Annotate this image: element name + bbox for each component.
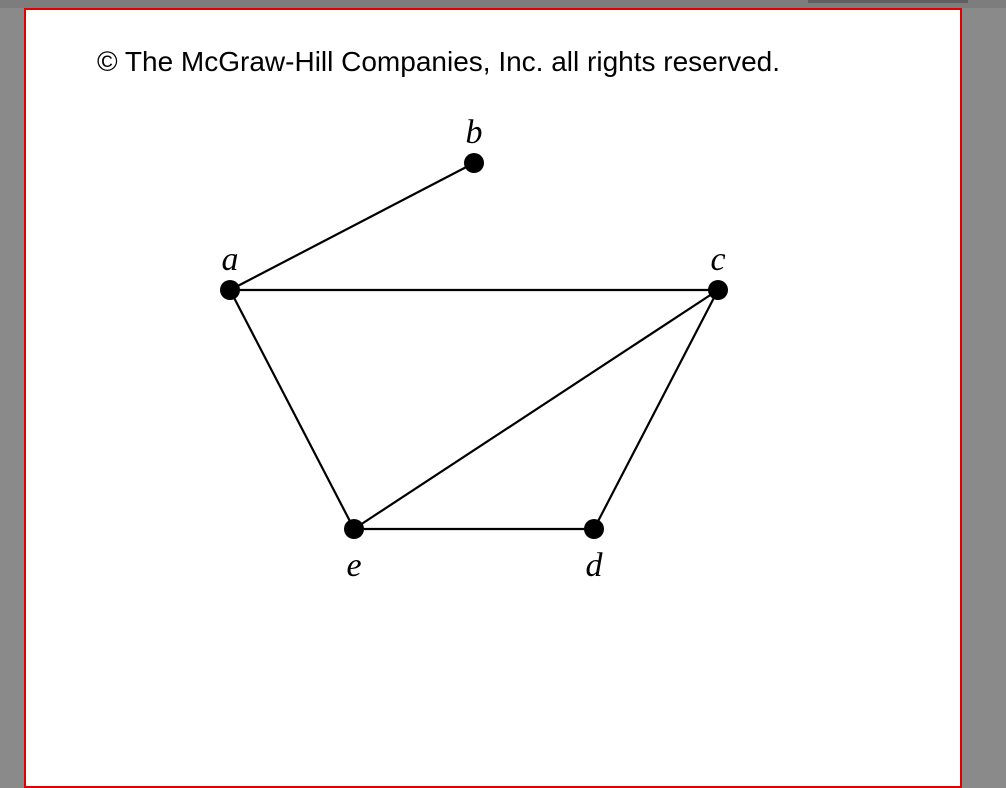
vertex-label-d: d <box>586 547 604 584</box>
vertex-label-b: b <box>466 114 483 151</box>
window-top-strip <box>0 0 1006 8</box>
graph-diagram: a b c d e <box>220 114 728 584</box>
edge-c-d <box>593 289 719 530</box>
copyright-notice: © The McGraw-Hill Companies, Inc. all ri… <box>97 46 780 77</box>
vertex-d <box>584 519 604 539</box>
vertices <box>220 153 728 539</box>
edge-a-b <box>229 162 475 291</box>
slide: © The McGraw-Hill Companies, Inc. all ri… <box>24 8 962 788</box>
window-top-tab <box>808 0 968 3</box>
edges <box>229 162 719 531</box>
vertex-c <box>708 280 728 300</box>
vertex-a <box>220 280 240 300</box>
vertex-labels: a b c d e <box>222 114 726 584</box>
vertex-label-a: a <box>222 241 239 278</box>
vertex-label-e: e <box>346 547 361 584</box>
vertex-label-c: c <box>710 241 725 278</box>
edge-a-e <box>229 289 355 530</box>
vertex-e <box>344 519 364 539</box>
edge-c-e <box>353 289 719 530</box>
vertex-b <box>464 153 484 173</box>
